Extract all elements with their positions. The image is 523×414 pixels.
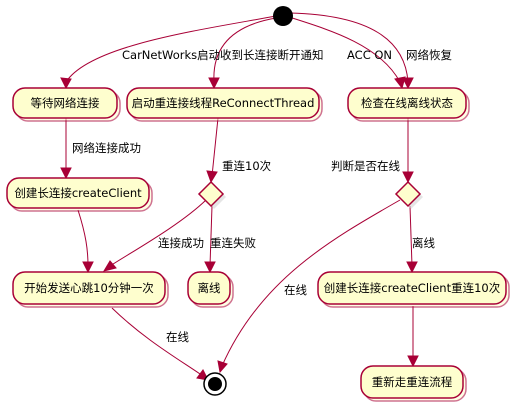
- edge-label-check-is-online: 判断是否在线: [331, 159, 400, 173]
- arrowhead: [206, 170, 218, 184]
- edge-decision-to-offline: [209, 205, 213, 267]
- edge-start-to-wait-network: [65, 15, 277, 83]
- arrowhead: [82, 261, 94, 274]
- node-create-client-retry: 创建长连接createClient重连10次: [317, 271, 510, 308]
- node-label: 开始发送心跳10分钟一次: [24, 281, 154, 295]
- arrowhead: [204, 261, 216, 274]
- edge-start-network-restore: [289, 12, 409, 83]
- node-label: 重新走重连流程: [372, 375, 453, 389]
- node-check-online: 检查在线离线状态: [347, 87, 470, 122]
- arrowhead: [208, 77, 220, 90]
- node-heartbeat: 开始发送心跳10分钟一次: [12, 271, 169, 308]
- node-label: 等待网络连接: [31, 96, 100, 110]
- arrowhead: [406, 261, 418, 274]
- edge-label-network-success: 网络连接成功: [72, 141, 141, 155]
- decision-reconnect: [197, 180, 225, 208]
- edge-label-carnetworks-start: CarNetWorks启动: [122, 48, 220, 62]
- node-restart-flow: 重新走重连流程: [360, 365, 467, 402]
- edge-label-heartbeat-online: 在线: [166, 330, 189, 344]
- edge-label-reconnect-10: 重连10次: [222, 159, 272, 173]
- edge-label-online-branch: 在线: [284, 283, 307, 297]
- edge-start-to-reconnect: [213, 17, 277, 83]
- arrowhead: [102, 260, 117, 272]
- edge-label-connect-success: 连接成功: [158, 236, 204, 250]
- end-node: [203, 372, 227, 396]
- arrowhead: [402, 77, 414, 90]
- edge-heartbeat-to-end: [111, 307, 204, 377]
- node-offline: 离线: [187, 271, 234, 308]
- node-label: 创建长连接createClient重连10次: [324, 281, 501, 295]
- decision-online: [394, 180, 422, 208]
- edge-label-acc-on: ACC ON: [347, 48, 392, 62]
- edge-create-client-to-heartbeat: [77, 209, 89, 267]
- arrowhead: [407, 355, 419, 368]
- edge-label-network-restore: 网络恢复: [406, 48, 452, 62]
- node-label: 创建长连接createClient: [14, 186, 142, 200]
- arrowhead: [394, 76, 406, 90]
- node-start-reconnect: 启动重连接线程ReConnectThread: [126, 87, 323, 122]
- arrowhead: [60, 167, 72, 180]
- node-wait-network: 等待网络连接: [12, 87, 121, 122]
- start-node: [273, 6, 293, 26]
- edge-decision-offline-to-retry: [409, 205, 413, 267]
- edge-label-reconnect-fail: 重连失败: [210, 236, 256, 250]
- edge-label-receive-disconnect: 收到长连接断开通知: [220, 48, 324, 62]
- node-label: 离线: [198, 281, 221, 295]
- arrowhead: [402, 171, 414, 184]
- edge-start-acc-on: [288, 16, 401, 83]
- edge-decision-to-heartbeat: [109, 199, 207, 267]
- edge-label-offline-branch: 离线: [412, 236, 435, 250]
- node-create-client: 创建长连接createClient: [6, 177, 153, 212]
- edge-decision-online-to-end: [221, 199, 401, 367]
- arrowhead: [217, 360, 228, 374]
- arrowhead: [60, 77, 72, 90]
- node-label: 启动重连接线程ReConnectThread: [132, 96, 315, 110]
- node-label: 检查在线离线状态: [361, 96, 453, 110]
- edge-reconnect-to-decision: [211, 117, 219, 177]
